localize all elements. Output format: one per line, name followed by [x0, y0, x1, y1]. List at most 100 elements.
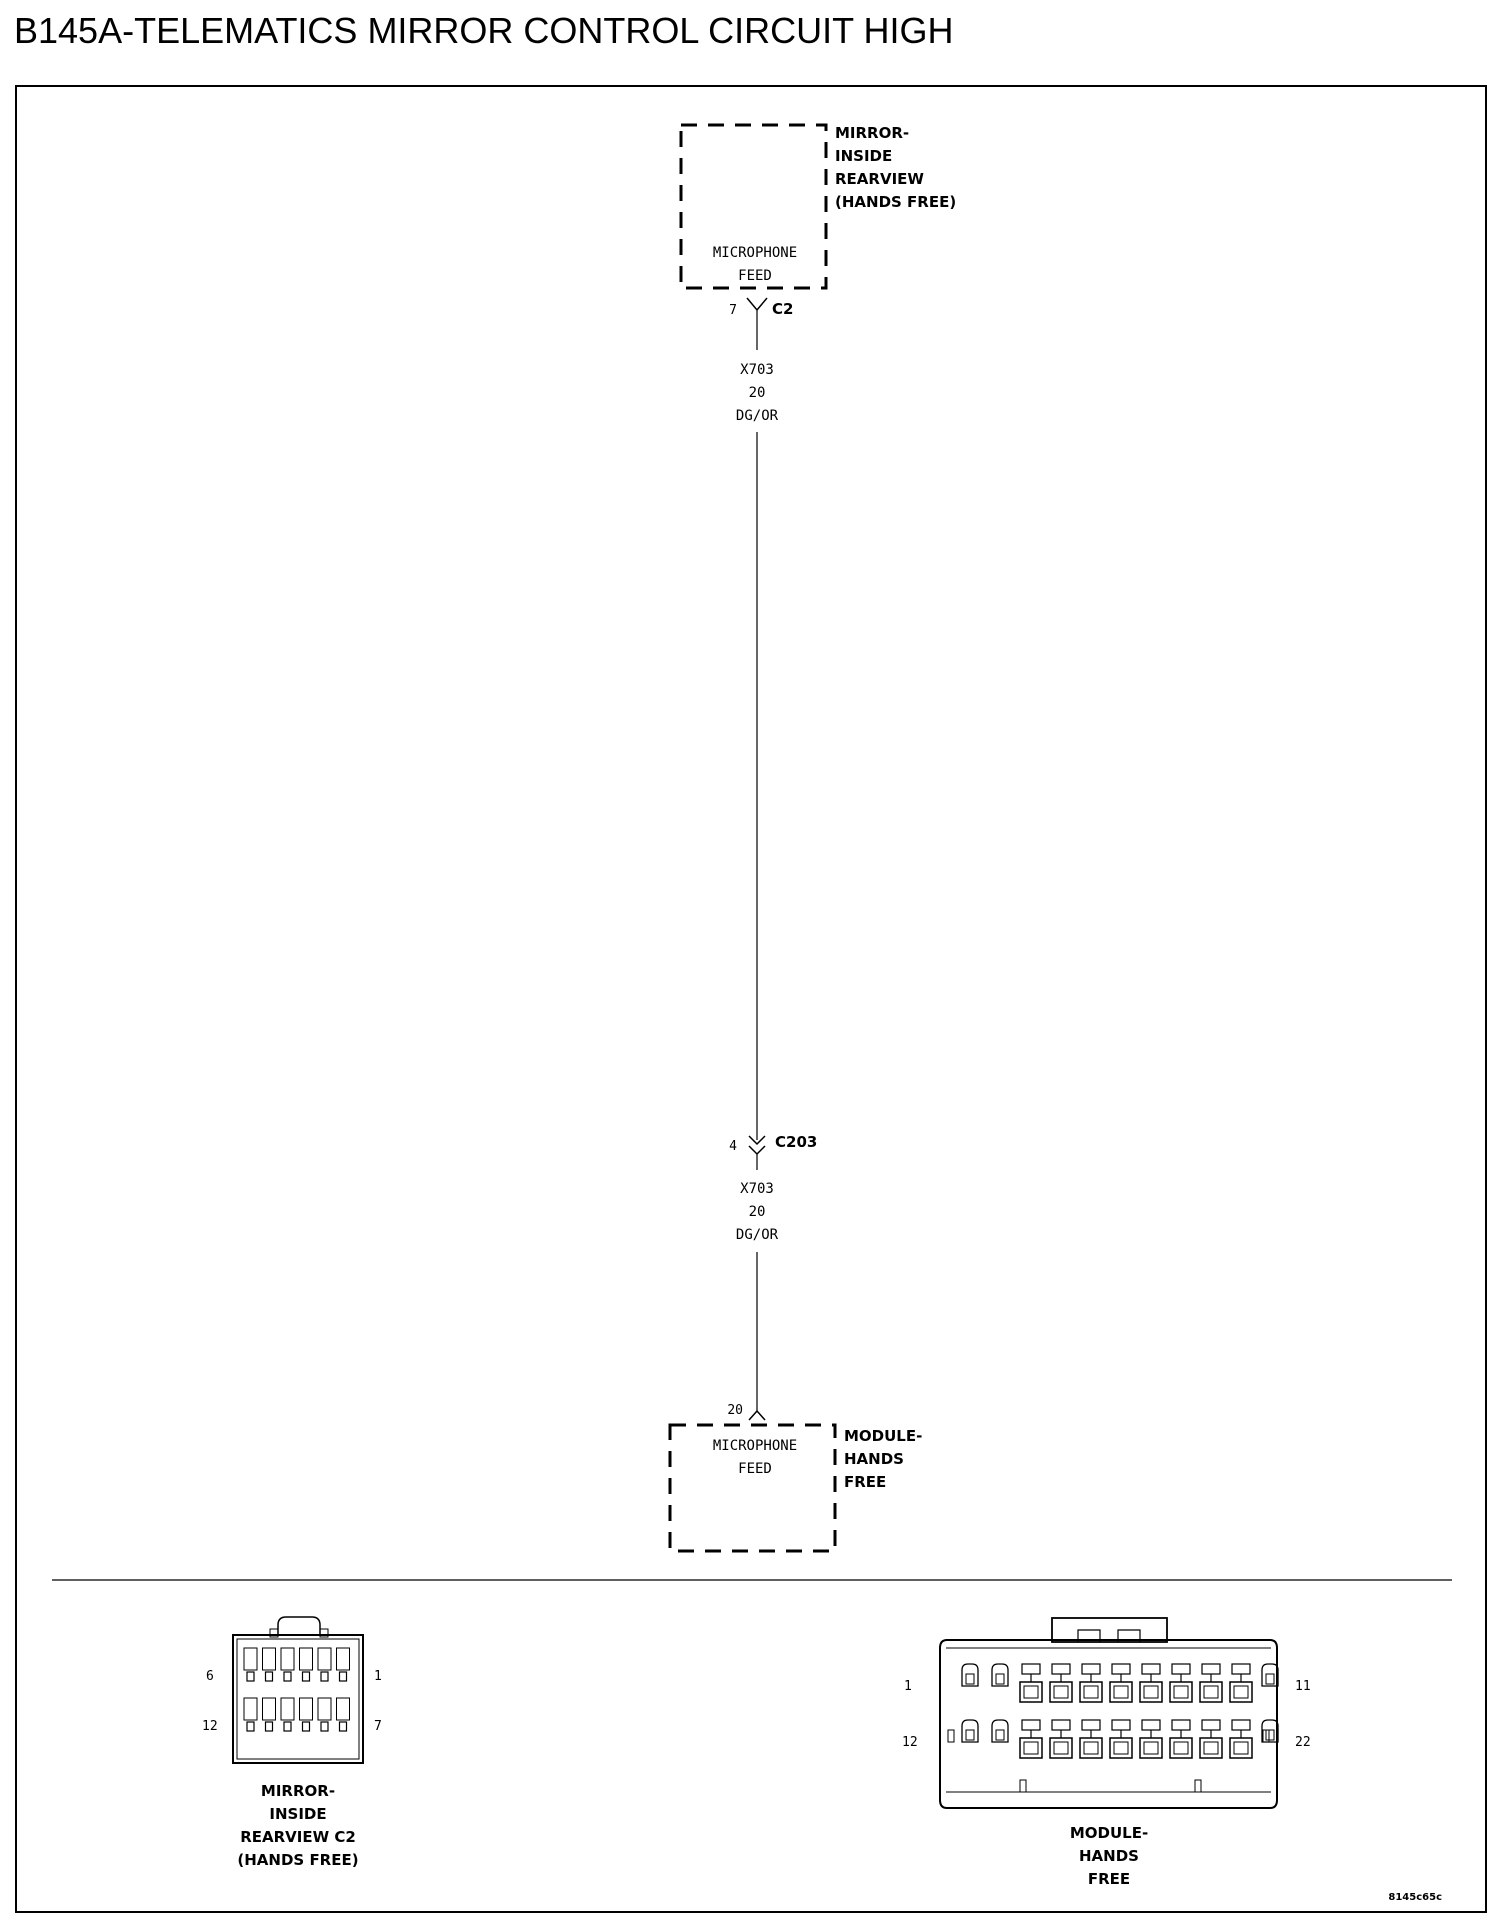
- c203-male-chevron-icon: [748, 1135, 766, 1146]
- module-cavity-terminal: [1109, 1681, 1133, 1703]
- mirror-cavity-terminal: [264, 1671, 274, 1682]
- module-cavity-tab: [1201, 1663, 1221, 1675]
- module-cavity-small-inner: [1265, 1729, 1275, 1741]
- module-cavity-terminal-inner: [1173, 1741, 1189, 1755]
- mirror-cavity-terminal: [283, 1721, 292, 1732]
- module-connector-cavities: [961, 1663, 1279, 1759]
- mirror-name-line1: MIRROR-: [835, 124, 909, 142]
- module-cavity-terminal-inner: [1083, 1741, 1099, 1755]
- mirror-cavity-slot: [317, 1647, 332, 1671]
- module-cavity-small: [961, 1663, 979, 1687]
- module-pin-symbol: 20: [727, 1403, 766, 1421]
- module-cavity-terminal: [1049, 1681, 1073, 1703]
- mirror-cavity-slot: [262, 1647, 276, 1671]
- module-cavity-tab: [1141, 1663, 1161, 1675]
- mirror-cavity-terminal: [301, 1671, 311, 1682]
- c2-connector-symbol[interactable]: 7 C2: [729, 297, 793, 318]
- module-cavity-terminal-inner: [1023, 1685, 1039, 1699]
- module-view-pin-bottom-right: 22: [1295, 1735, 1311, 1750]
- wire-upper-color: DG/OR: [736, 408, 779, 424]
- mirror-cavity-slot: [262, 1697, 276, 1721]
- module-cavity-terminal: [1079, 1681, 1103, 1703]
- c2-chevron-icon: [746, 297, 768, 312]
- module-cavity-terminal-inner: [1203, 1685, 1219, 1699]
- mirror-view-caption-line4: (HANDS FREE): [237, 1851, 358, 1869]
- c203-connector-name: C203: [775, 1133, 817, 1151]
- module-cavity-tab: [1171, 1663, 1191, 1675]
- module-name-line1: MODULE-: [844, 1427, 922, 1445]
- module-cavity-terminal: [1169, 1681, 1193, 1703]
- module-pin-label-line2: FEED: [738, 1461, 772, 1477]
- mirror-cavity-terminal: [246, 1721, 255, 1732]
- module-cavity-tab: [1141, 1719, 1161, 1731]
- mirror-cavity-slot: [299, 1647, 313, 1671]
- module-component[interactable]: MICROPHONE FEED MODULE- HANDS FREE: [668, 1423, 922, 1553]
- module-connector-face-view[interactable]: 1 11 12 22 MODULE- HANDS FREE: [902, 1617, 1311, 1888]
- mirror-cavity-slot: [280, 1697, 295, 1721]
- module-cavity-terminal-inner: [1233, 1685, 1249, 1699]
- module-connector-side-key-left: [947, 1729, 955, 1743]
- mirror-cavity-terminal: [338, 1721, 348, 1732]
- c2-pin-number: 7: [729, 303, 737, 318]
- wire-upper-circuit: X703: [740, 362, 774, 378]
- module-cavity-small: [991, 1663, 1009, 1687]
- module-connector-body: [939, 1639, 1278, 1809]
- module-cavity-small: [991, 1719, 1009, 1743]
- module-cavity-tab: [1021, 1719, 1041, 1731]
- mirror-view-caption-line3: REARVIEW C2: [240, 1828, 356, 1846]
- module-cavity-tab: [1081, 1719, 1101, 1731]
- mirror-view-pin-top-left: 6: [206, 1669, 214, 1684]
- module-view-caption-line2: HANDS: [1079, 1847, 1139, 1865]
- module-cavity-terminal-inner: [1233, 1741, 1249, 1755]
- mirror-cavity-slot: [336, 1697, 350, 1721]
- module-cavity-tab: [1231, 1663, 1251, 1675]
- module-cavity-small: [1261, 1663, 1279, 1687]
- module-cavity-terminal: [1169, 1737, 1193, 1759]
- module-cavity-terminal-inner: [1113, 1741, 1129, 1755]
- module-cavity-terminal: [1229, 1681, 1253, 1703]
- module-cavity-terminal-inner: [1113, 1685, 1129, 1699]
- module-pin-number: 20: [727, 1403, 743, 1418]
- module-cavity-tab: [1081, 1663, 1101, 1675]
- module-name-line2: HANDS: [844, 1450, 904, 1468]
- mirror-cavity-terminal: [301, 1721, 311, 1732]
- module-cavity-terminal: [1079, 1737, 1103, 1759]
- c203-connector-symbol[interactable]: 4 C203: [729, 1133, 817, 1156]
- mirror-cavity-terminal: [264, 1721, 274, 1732]
- module-cavity-small: [961, 1719, 979, 1743]
- module-cavity-terminal-inner: [1143, 1685, 1159, 1699]
- module-connector-latch-icon: [1077, 1629, 1141, 1642]
- wire-lower-gauge: 20: [749, 1204, 766, 1220]
- wire-lower-color: DG/OR: [736, 1227, 779, 1243]
- wire-lower-circuit: X703: [740, 1181, 774, 1197]
- mirror-cavity-terminal: [320, 1721, 329, 1732]
- module-cavity-small-inner: [965, 1673, 975, 1685]
- mirror-connector-cavities: [243, 1647, 350, 1732]
- module-cavity-terminal: [1019, 1681, 1043, 1703]
- mirror-cavity-slot: [280, 1647, 295, 1671]
- mirror-component[interactable]: MICROPHONE FEED MIRROR- INSIDE REARVIEW …: [679, 123, 956, 290]
- mirror-cavity-terminal: [338, 1671, 348, 1682]
- module-view-pin-top-left: 1: [904, 1679, 912, 1694]
- module-cavity-terminal: [1049, 1737, 1073, 1759]
- module-dashed-box: [668, 1423, 837, 1553]
- mirror-view-caption-line1: MIRROR-: [261, 1782, 335, 1800]
- mirror-pin-label-line1: MICROPHONE: [713, 245, 797, 261]
- mirror-cavity-slot: [336, 1647, 350, 1671]
- mirror-connector-key-right: [319, 1628, 329, 1638]
- mirror-view-pin-top-right: 1: [374, 1669, 382, 1684]
- module-view-caption-line3: FREE: [1088, 1870, 1130, 1888]
- module-cavity-terminal-inner: [1023, 1741, 1039, 1755]
- module-cavity-small-inner: [995, 1673, 1005, 1685]
- module-name-line3: FREE: [844, 1473, 886, 1491]
- mirror-name-line4: (HANDS FREE): [835, 193, 956, 211]
- module-cavity-small-inner: [1265, 1673, 1275, 1685]
- mirror-connector-face-view[interactable]: 6 1 12 7 MIRROR- INSIDE REARVIEW C2 (HAN…: [202, 1616, 382, 1869]
- mirror-view-caption-line2: INSIDE: [269, 1805, 326, 1823]
- wire-upper-gauge: 20: [749, 385, 766, 401]
- module-cavity-tab: [1171, 1719, 1191, 1731]
- module-cavity-tab: [1201, 1719, 1221, 1731]
- module-cavity-terminal-inner: [1203, 1741, 1219, 1755]
- module-cavity-terminal-inner: [1143, 1741, 1159, 1755]
